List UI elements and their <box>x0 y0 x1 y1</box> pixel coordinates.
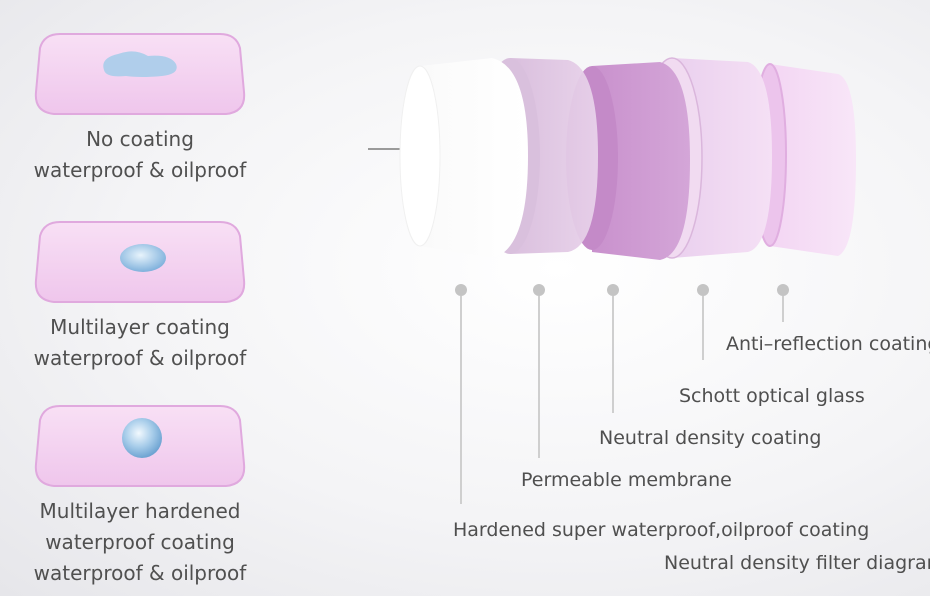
label-pin-neutral-density <box>607 284 619 413</box>
water-puddle-icon <box>103 51 177 77</box>
sample-caption: Multilayer hardened waterproof coating w… <box>30 496 250 589</box>
label-permeable-membrane: Permeable membrane <box>521 469 732 491</box>
diagram-footer-title: Neutral density filter diagram <box>664 552 930 574</box>
label-anti-reflection: Anti–reflection coating <box>726 333 930 355</box>
caption-line: No coating <box>86 127 194 151</box>
caption-line: waterproof & oilproof <box>33 561 247 585</box>
label-pin-schott <box>697 284 709 360</box>
sample-multilayer-coating: Multilayer coating waterproof & oilproof <box>30 218 250 374</box>
sample-multilayer-hardened: Multilayer hardened waterproof coating w… <box>30 402 250 589</box>
lens-plate-icon <box>34 33 246 115</box>
label-pin-hardened <box>455 284 467 504</box>
sample-caption: No coating waterproof & oilproof <box>30 124 250 186</box>
caption-line: Multilayer hardened <box>39 499 241 523</box>
label-hardened-coating: Hardened super waterproof,oilproof coati… <box>453 519 870 541</box>
caption-line: waterproof & oilproof <box>33 158 247 182</box>
label-pin-permeable <box>533 284 545 458</box>
lens-plate-icon <box>34 221 246 303</box>
lens-plate-icon <box>34 405 246 487</box>
caption-line: waterproof & oilproof <box>33 346 247 370</box>
label-schott-glass: Schott optical glass <box>679 385 865 407</box>
layer-hardened-coating <box>399 58 528 258</box>
caption-line: Multilayer coating <box>50 315 230 339</box>
water-bead-icon <box>120 244 166 272</box>
sample-caption: Multilayer coating waterproof & oilproof <box>30 312 250 374</box>
label-pin-anti-reflection <box>777 284 789 322</box>
sample-no-coating: No coating waterproof & oilproof <box>30 30 250 186</box>
caption-line: waterproof coating <box>45 530 235 554</box>
water-sphere-icon <box>122 418 162 458</box>
label-neutral-density: Neutral density coating <box>599 427 822 449</box>
